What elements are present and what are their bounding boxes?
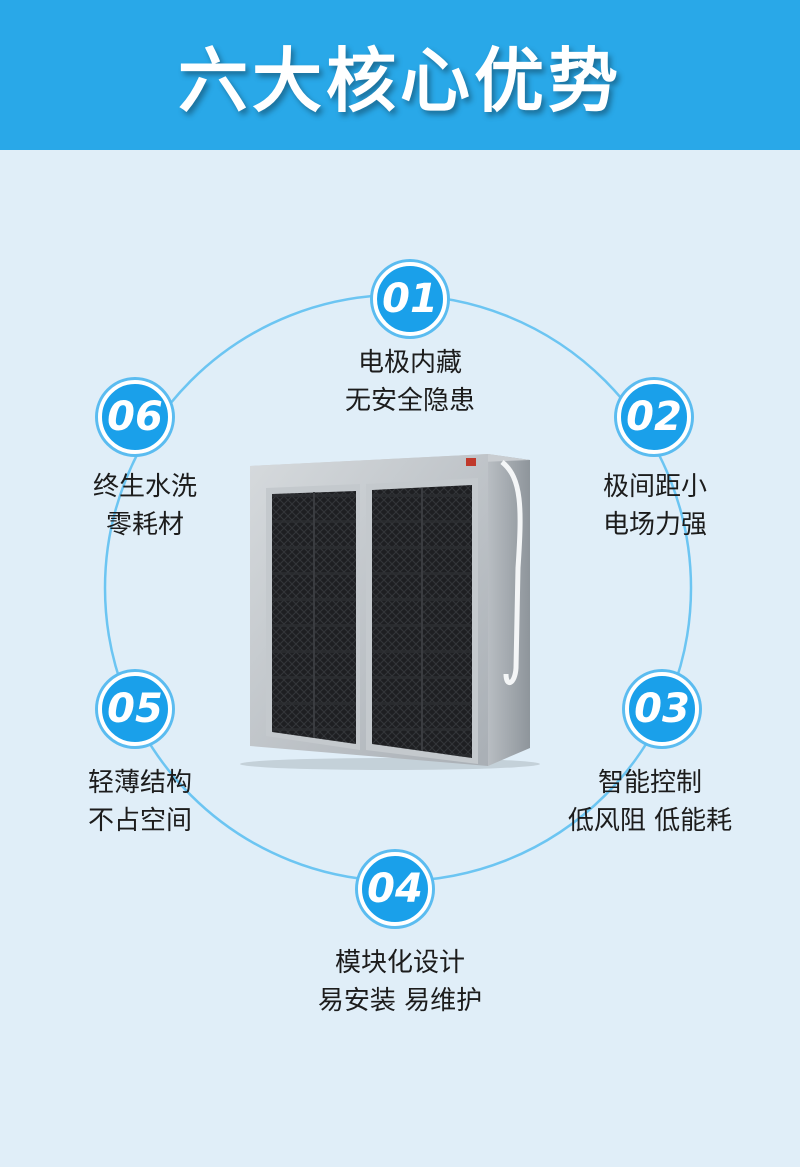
feature-line: 智能控制 (597, 768, 702, 798)
page-title: 六大核心优势 (178, 39, 622, 122)
feature-line: 极间距小 (602, 472, 707, 502)
feature-number: 06 (107, 394, 163, 440)
feature-line: 无安全隐患 (344, 386, 475, 416)
feature-badge-02: 02 (617, 380, 691, 454)
feature-line: 电极内藏 (357, 348, 462, 378)
feature-line: 零耗材 (105, 510, 184, 540)
feature-line: 模块化设计 (334, 948, 465, 978)
feature-label-02: 极间距小 电场力强 (570, 468, 740, 544)
feature-badge-01: 01 (373, 262, 447, 336)
feature-number: 05 (107, 686, 163, 732)
feature-badge-04: 04 (358, 852, 432, 926)
feature-number: 02 (626, 394, 682, 440)
feature-line: 终生水洗 (92, 472, 197, 502)
feature-label-03: 智能控制 低风阻 低能耗 (545, 764, 755, 840)
feature-label-04: 模块化设计 易安装 易维护 (290, 944, 510, 1020)
feature-line: 易安装 易维护 (317, 986, 483, 1016)
feature-badge-06: 06 (98, 380, 172, 454)
feature-line: 不占空间 (87, 806, 192, 836)
header-banner: 六大核心优势 (0, 0, 800, 150)
feature-badge-03: 03 (625, 672, 699, 746)
feature-label-06: 终生水洗 零耗材 (65, 468, 225, 544)
feature-number: 04 (367, 866, 423, 912)
air-purifier-product-image (240, 454, 540, 770)
feature-number: 01 (382, 276, 438, 322)
feature-line: 电场力强 (602, 510, 707, 540)
feature-number: 03 (634, 686, 690, 732)
feature-badge-05: 05 (98, 672, 172, 746)
feature-label-01: 电极内藏 无安全隐患 (310, 344, 510, 420)
feature-line: 低风阻 低能耗 (567, 806, 733, 836)
feature-label-05: 轻薄结构 不占空间 (60, 764, 220, 840)
feature-line: 轻薄结构 (87, 768, 192, 798)
